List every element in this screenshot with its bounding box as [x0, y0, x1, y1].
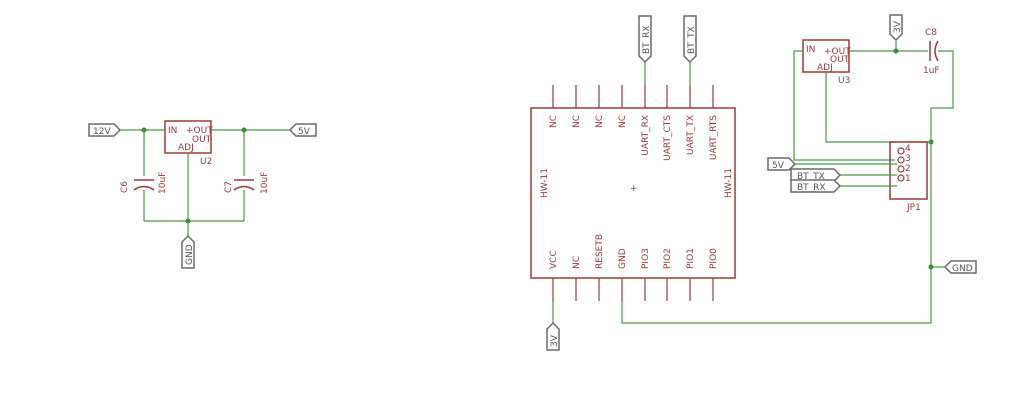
u2-pin-in: IN [168, 126, 177, 136]
capacitor-c6[interactable] [133, 179, 155, 191]
net-label-bt-rx-jp-text: BT_RX [797, 183, 826, 193]
bottom-pin-label-5: PIO3 [641, 248, 651, 269]
left-regulator-circuit: 12V IN +OUT OUT ADJ U2 5V C6 10uF [88, 120, 317, 269]
net-label-3v-bottom[interactable]: 3V [546, 321, 560, 351]
jp1-pin-3[interactable] [897, 156, 905, 164]
net-label-3v-bottom-text: 3V [550, 334, 560, 347]
bottom-pin-label-6: PIO2 [663, 248, 673, 269]
wire-u3-adj [825, 72, 895, 143]
jp1-name: JP1 [906, 203, 921, 213]
jp1-pin-2[interactable] [897, 165, 905, 173]
net-label-gnd-left[interactable]: GND [181, 234, 195, 269]
net-label-gnd-right[interactable]: GND [943, 260, 977, 274]
u3-name: U3 [838, 76, 850, 86]
u2-pin-adj: ADJ [178, 143, 194, 153]
net-label-bt-tx-top[interactable]: BT_TX [683, 15, 697, 64]
net-label-5v-jp[interactable]: 5V [767, 157, 797, 171]
top-pin-label-7: UART_TX [686, 115, 696, 155]
module-side-text-right: HW-11 [724, 168, 734, 198]
connector-jp1: 4 3 2 1 JP1 5V BT_TX BT_RX [767, 141, 928, 213]
net-label-12v-text: 12V [93, 127, 111, 137]
u2-name: U2 [200, 157, 212, 167]
c8-name: C8 [925, 28, 937, 38]
c6-value: 10uF [158, 172, 168, 194]
net-label-bt-tx-jp[interactable]: BT_TX [790, 168, 842, 182]
u3-pin-in: IN [806, 45, 815, 55]
net-label-5v-text: 5V [298, 127, 311, 137]
top-pin-label-3: NC [595, 115, 605, 128]
net-label-bt-rx-jp[interactable]: BT_RX [790, 179, 842, 193]
right-regulator-circuit: 3V IN +OUT OUT ADJ U3 C8 1uF GND [793, 14, 977, 274]
module-side-text-left: HW-11 [540, 168, 550, 198]
c6-name: C6 [120, 181, 130, 193]
top-pin-label-1: NC [549, 115, 559, 128]
bottom-pin-label-4: GND [618, 248, 628, 269]
net-label-12v[interactable]: 12V [88, 123, 122, 137]
junction [928, 264, 934, 270]
net-label-bt-tx-top-text: BT_TX [687, 26, 697, 54]
u3-pin-adj: ADJ [817, 63, 833, 73]
net-label-gnd-left-text: GND [185, 244, 195, 265]
jp1-pin-label-2: 2 [905, 164, 911, 174]
top-pin-label-5: UART_RX [641, 115, 651, 156]
top-pin-label-2: NC [572, 115, 582, 128]
module-bottom-pins: VCC NC RESETB GND PIO3 PIO2 PIO1 PIO0 [549, 234, 719, 301]
bottom-pin-label-1: VCC [549, 250, 559, 269]
bluetooth-module: HW-11 HW-11 + NC NC NC NC UART_RX UART_C… [530, 15, 932, 351]
jp1-pin-label-1: 1 [905, 174, 911, 184]
net-label-bt-tx-jp-text: BT_TX [797, 172, 825, 182]
net-label-5v[interactable]: 5V [288, 123, 317, 137]
module-top-pins: NC NC NC NC UART_RX UART_CTS UART_TX UAR… [549, 85, 719, 161]
jp1-pin-1[interactable] [897, 174, 905, 182]
c7-value: 10uF [260, 172, 270, 194]
net-label-3v-top[interactable]: 3V [889, 14, 903, 42]
module-origin-mark: + [630, 184, 638, 194]
jp1-pin-label-4: 4 [905, 144, 911, 154]
bottom-pin-label-7: PIO1 [686, 248, 696, 269]
u2-pin-out: OUT [192, 135, 212, 145]
u2-pin-out-plus: +OUT [186, 126, 213, 136]
junction [893, 48, 899, 54]
top-pin-label-8: UART_RTS [709, 115, 719, 160]
net-label-bt-rx-top-text: BT_RX [642, 25, 652, 54]
net-label-5v-jp-text: 5V [772, 161, 785, 171]
jp1-pin-label-3: 3 [905, 154, 911, 164]
jp1-pin-4[interactable] [897, 147, 905, 155]
net-label-gnd-right-text: GND [952, 264, 973, 274]
u3-pin-out: OUT [830, 55, 850, 65]
jp1-body[interactable] [889, 141, 928, 200]
c7-name: C7 [224, 181, 234, 193]
wire-u3-in [793, 50, 895, 161]
net-label-bt-rx-top[interactable]: BT_RX [638, 15, 652, 64]
bottom-pin-label-3: RESETB [595, 234, 605, 269]
bottom-pin-label-8: PIO0 [709, 248, 719, 269]
wire-c8-gnd [930, 50, 954, 142]
wire-module-gnd [621, 142, 932, 324]
u3-pin-out-plus: +OUT [824, 47, 851, 57]
capacitor-c7[interactable] [233, 179, 255, 191]
c8-value: 1uF [923, 66, 940, 76]
bottom-pin-label-2: NC [572, 256, 582, 269]
top-pin-label-6: UART_CTS [663, 115, 673, 161]
module-body[interactable] [530, 107, 736, 279]
net-label-3v-top-text: 3V [893, 20, 903, 33]
capacitor-c8[interactable] [929, 40, 939, 62]
top-pin-label-4: NC [618, 115, 628, 128]
